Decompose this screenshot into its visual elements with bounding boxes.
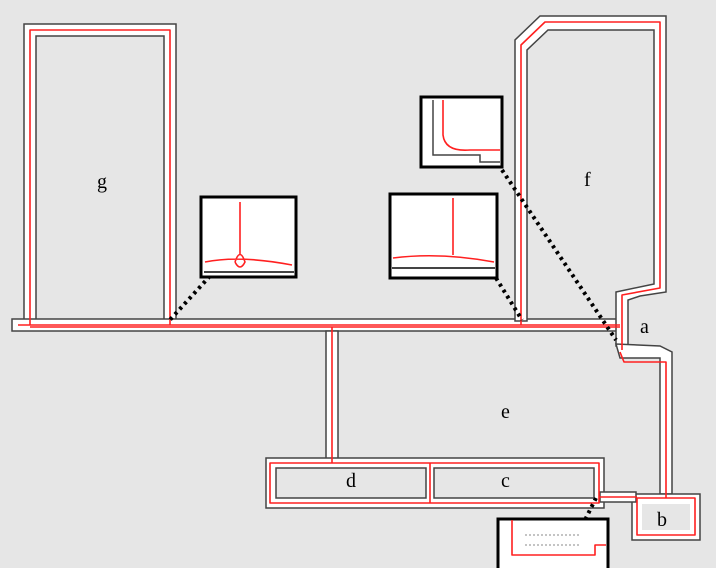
region-label-e: e — [501, 401, 510, 423]
inset-4-walls — [525, 534, 580, 546]
room-b-inner — [642, 504, 690, 530]
region-label-b: b — [657, 509, 667, 531]
region-label-f: f — [584, 169, 591, 191]
region-label-g: g — [97, 171, 107, 193]
inset-connector-1 — [166, 274, 212, 324]
inset-3-wall — [432, 100, 500, 163]
inset-1 — [199, 195, 298, 279]
inset-2-connector — [494, 276, 524, 322]
block-d — [275, 467, 427, 499]
trajectory-c-d — [269, 462, 637, 504]
block-c — [433, 467, 595, 499]
inset-1-trajectory — [204, 202, 293, 268]
region-label-c: c — [501, 470, 510, 492]
region-label-a: a — [640, 316, 649, 338]
trajectory-g-loop — [29, 29, 171, 325]
inset-3-connector — [500, 168, 618, 342]
trajectory-f-loop — [520, 21, 661, 350]
inset-2 — [388, 192, 499, 280]
corridors — [11, 15, 701, 541]
zoom-insets — [166, 95, 618, 568]
corridor-a-b — [614, 343, 673, 495]
inset-2-trajectory — [392, 198, 495, 263]
region-label-d: d — [346, 470, 356, 492]
inset-4 — [496, 517, 610, 568]
inset-3-trajectory — [442, 100, 500, 152]
inset-4-trajectory — [511, 520, 606, 556]
trajectory-main — [18, 324, 620, 328]
trajectory-a-b — [619, 351, 696, 536]
robot-trajectory — [18, 21, 696, 536]
